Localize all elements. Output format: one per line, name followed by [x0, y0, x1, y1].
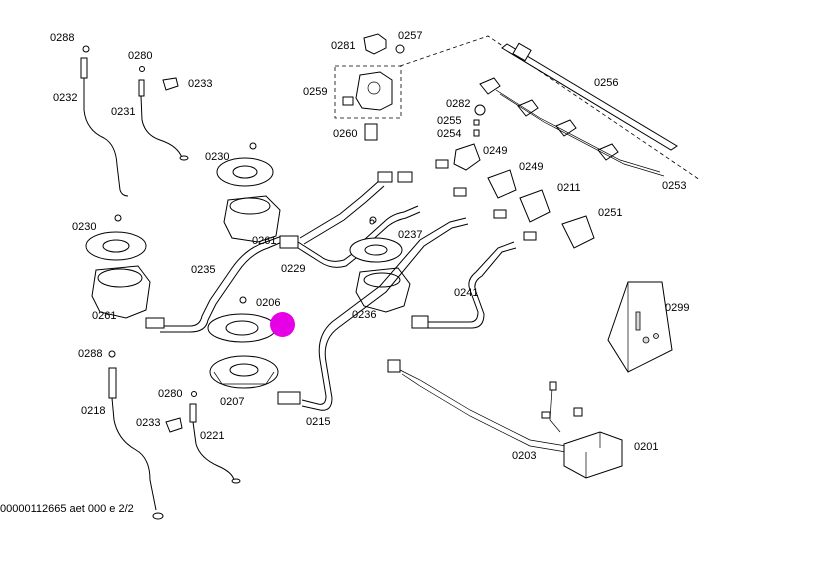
part-0282: [474, 104, 486, 116]
thermocouple-0221: [189, 391, 241, 484]
part-0255: [473, 119, 480, 126]
label-0281: 0281: [331, 40, 356, 52]
label-0207: 0207: [220, 396, 245, 408]
label-0229: 0229: [281, 263, 306, 275]
label-0280-bottom: 0280: [158, 388, 183, 400]
label-0211: 0211: [557, 182, 581, 194]
label-0282: 0282: [446, 98, 471, 110]
screw: [369, 219, 375, 225]
label-0249-a: 0249: [483, 145, 508, 157]
label-0261-left: 0261: [92, 310, 117, 322]
label-0232: 0232: [53, 92, 78, 104]
label-0230-top: 0230: [205, 151, 230, 163]
ignition-module-0201: [563, 431, 623, 479]
label-0236: 0236: [352, 309, 377, 321]
label-0206: 0206: [256, 297, 281, 309]
thermocouple-0232: [80, 45, 129, 197]
rail-valves: [479, 77, 665, 177]
thermocouple-0231: [138, 66, 189, 161]
label-0218: 0218: [81, 405, 106, 417]
label-0231: 0231: [111, 106, 136, 118]
label-0299: 0299: [665, 302, 690, 314]
burner-0207: [207, 296, 279, 389]
label-0215: 0215: [306, 416, 331, 428]
label-0230-left: 0230: [72, 221, 97, 233]
label-0257: 0257: [398, 30, 423, 42]
fitting-0281: [363, 33, 387, 55]
label-0260: 0260: [333, 128, 358, 140]
valve-0259-group: [334, 65, 402, 119]
label-0259: 0259: [303, 86, 328, 98]
label-0288-bottom: 0288: [78, 348, 103, 360]
label-0237: 0237: [398, 229, 423, 241]
label-0249-b: 0249: [519, 161, 544, 173]
highlight-marker: [270, 312, 295, 337]
label-0280-top: 0280: [128, 50, 153, 62]
label-0254: 0254: [437, 128, 462, 140]
label-0233-top: 0233: [188, 78, 213, 90]
part-0254: [473, 129, 480, 137]
pipe-0235: [160, 235, 283, 327]
clip-0233-top: [162, 77, 179, 91]
label-0255: 0255: [437, 115, 462, 127]
label-0288-top: 0288: [50, 32, 75, 44]
label-0253: 0253: [662, 180, 687, 192]
label-0221: 0221: [200, 430, 225, 442]
nipple-0260: [364, 123, 378, 141]
gas-taps: [435, 143, 595, 249]
burner-0261-top: [216, 142, 281, 243]
label-0241: 0241: [454, 287, 479, 299]
label-0261-top: 0261: [252, 235, 277, 247]
kit-0299: [607, 281, 673, 373]
pipe-0241: [426, 241, 515, 323]
label-0203: 0203: [512, 450, 537, 462]
pipe-0215: [301, 217, 467, 405]
washer-0257: [395, 44, 405, 54]
clip-0233-bottom: [165, 417, 183, 433]
label-0233-bottom: 0233: [136, 417, 161, 429]
document-reference: 00000112665 aet 000 e 2/2: [0, 503, 134, 515]
gas-rail-0256: [501, 42, 678, 151]
label-0256: 0256: [594, 77, 619, 89]
label-0251: 0251: [598, 207, 623, 219]
thermocouple-0218: [108, 350, 164, 520]
label-0235: 0235: [191, 264, 216, 276]
burner-0261-left: [85, 214, 151, 319]
label-0201: 0201: [634, 441, 659, 453]
wiring-harness-0203: [387, 359, 583, 453]
